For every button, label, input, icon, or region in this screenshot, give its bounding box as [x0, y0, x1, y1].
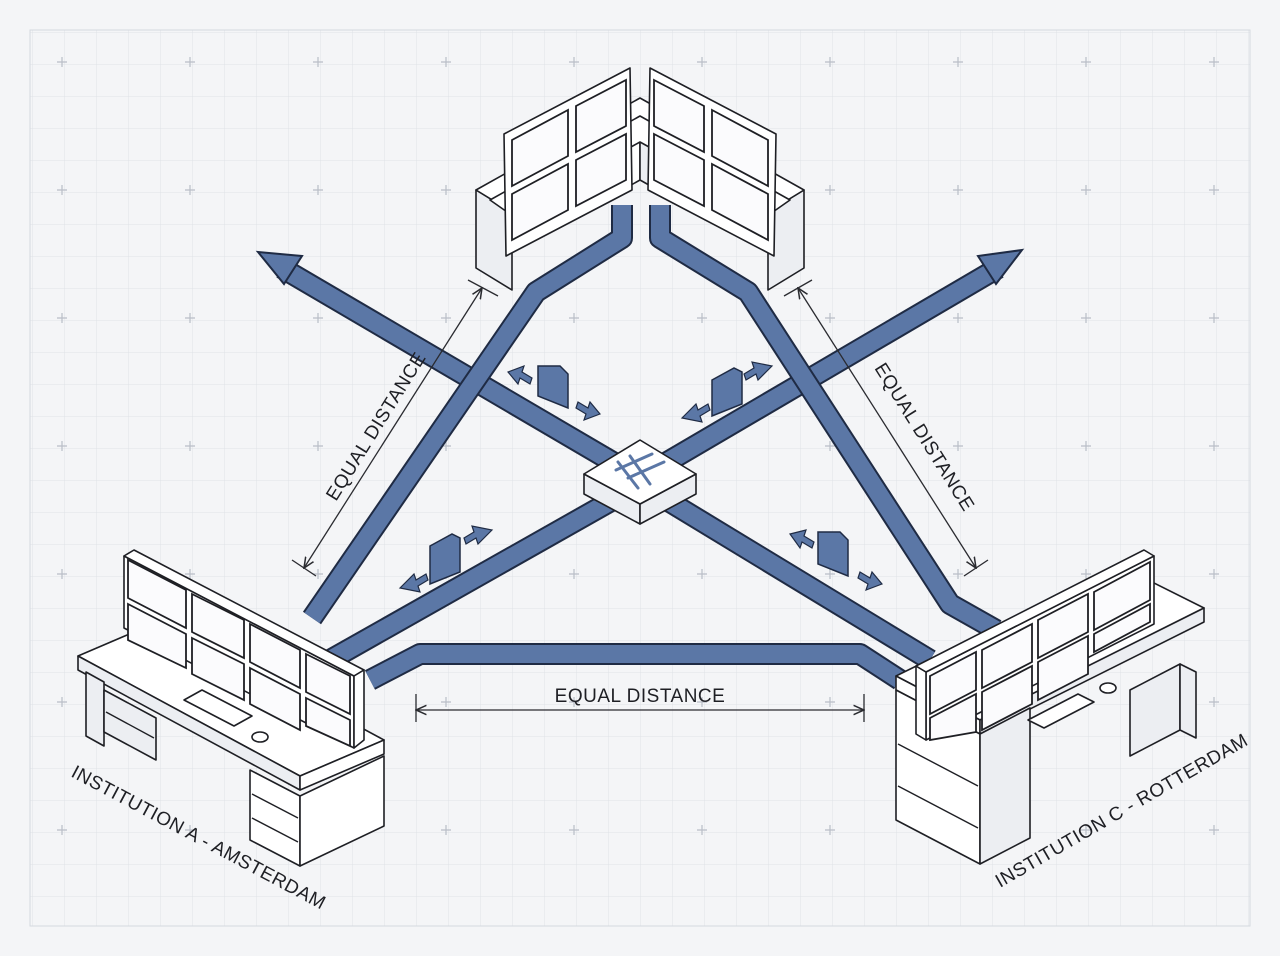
grid-cross — [185, 441, 195, 451]
network-hub-icon — [614, 452, 666, 490]
document-transfer-nw — [506, 364, 602, 422]
grid-cross — [1081, 441, 1091, 451]
grid-cross — [697, 569, 707, 579]
grid-cross — [313, 185, 323, 195]
grid-cross — [825, 57, 835, 67]
grid-cross — [825, 569, 835, 579]
grid-cross — [1209, 569, 1219, 579]
arrow-right-icon — [743, 361, 774, 382]
mouse-c — [1099, 682, 1117, 694]
grid-cross — [1081, 313, 1091, 323]
grid-cross — [57, 441, 67, 451]
grid-cross — [1209, 441, 1219, 451]
grid-cross — [953, 569, 963, 579]
grid-cross — [1209, 697, 1219, 707]
arrow-right-icon — [575, 400, 602, 422]
grid-cross — [1081, 825, 1091, 835]
grid-cross — [1209, 825, 1219, 835]
grid-cross — [1081, 569, 1091, 579]
grid-cross — [825, 825, 835, 835]
grid-cross — [825, 185, 835, 195]
grid-cross — [1081, 185, 1091, 195]
grid-cross — [441, 57, 451, 67]
institution-b-workstation — [475, 67, 805, 291]
arrow-left-icon — [398, 572, 429, 593]
grid-cross — [441, 825, 451, 835]
grid-cross — [57, 313, 67, 323]
document-transfer-icon — [711, 367, 743, 418]
grid-cross — [185, 57, 195, 67]
grid-cross — [1209, 313, 1219, 323]
grid-cross — [57, 569, 67, 579]
monitor-wall-b-left — [503, 67, 633, 257]
grid-cross — [697, 313, 707, 323]
keyboard-c — [1027, 693, 1095, 729]
grid-cross — [185, 825, 195, 835]
document-transfer-icon — [537, 365, 569, 410]
grid-cross — [1209, 185, 1219, 195]
link-a-to-c — [364, 643, 906, 690]
grid-cross — [57, 825, 67, 835]
link-hub-to-c — [654, 486, 936, 670]
grid-cross — [313, 57, 323, 67]
arrow-right-icon — [857, 570, 884, 592]
dimension-bottom: EQUAL DISTANCE — [416, 686, 864, 722]
institution-c-workstation — [895, 549, 1205, 865]
grid-cross — [569, 313, 579, 323]
grid-cross — [185, 569, 195, 579]
grid-cross — [569, 825, 579, 835]
grid-cross — [569, 57, 579, 67]
institution-a-workstation — [77, 549, 385, 867]
link-hub-to-a — [324, 486, 626, 670]
network-links — [255, 205, 1025, 690]
central-hub — [583, 439, 697, 525]
arrow-northeast-icon — [976, 248, 1025, 286]
grid-cross — [569, 569, 579, 579]
document-transfer-ne — [680, 361, 774, 423]
mouse-a — [251, 731, 269, 743]
grid-cross — [1081, 57, 1091, 67]
keyboard-a — [183, 689, 253, 727]
grid-cross — [185, 313, 195, 323]
grid-cross — [57, 697, 67, 707]
grid-cross — [185, 185, 195, 195]
arrow-left-icon — [506, 364, 533, 386]
grid-cross — [441, 185, 451, 195]
monitor-wall-c — [915, 549, 1155, 742]
link-b-to-c — [649, 205, 1002, 640]
grid-cross — [953, 185, 963, 195]
grid-cross — [57, 185, 67, 195]
grid-cross — [57, 57, 67, 67]
arrow-left-icon — [680, 402, 711, 423]
grid-cross — [697, 825, 707, 835]
monitor-wall-a — [123, 549, 365, 749]
grid-cross — [953, 57, 963, 67]
grid-cross — [1209, 57, 1219, 67]
arrow-northwest-icon — [255, 250, 304, 286]
grid-cross — [313, 569, 323, 579]
monitor-wall-b-right — [647, 67, 777, 257]
grid-cross — [697, 57, 707, 67]
equal-distance-label-bottom: EQUAL DISTANCE — [555, 686, 726, 707]
